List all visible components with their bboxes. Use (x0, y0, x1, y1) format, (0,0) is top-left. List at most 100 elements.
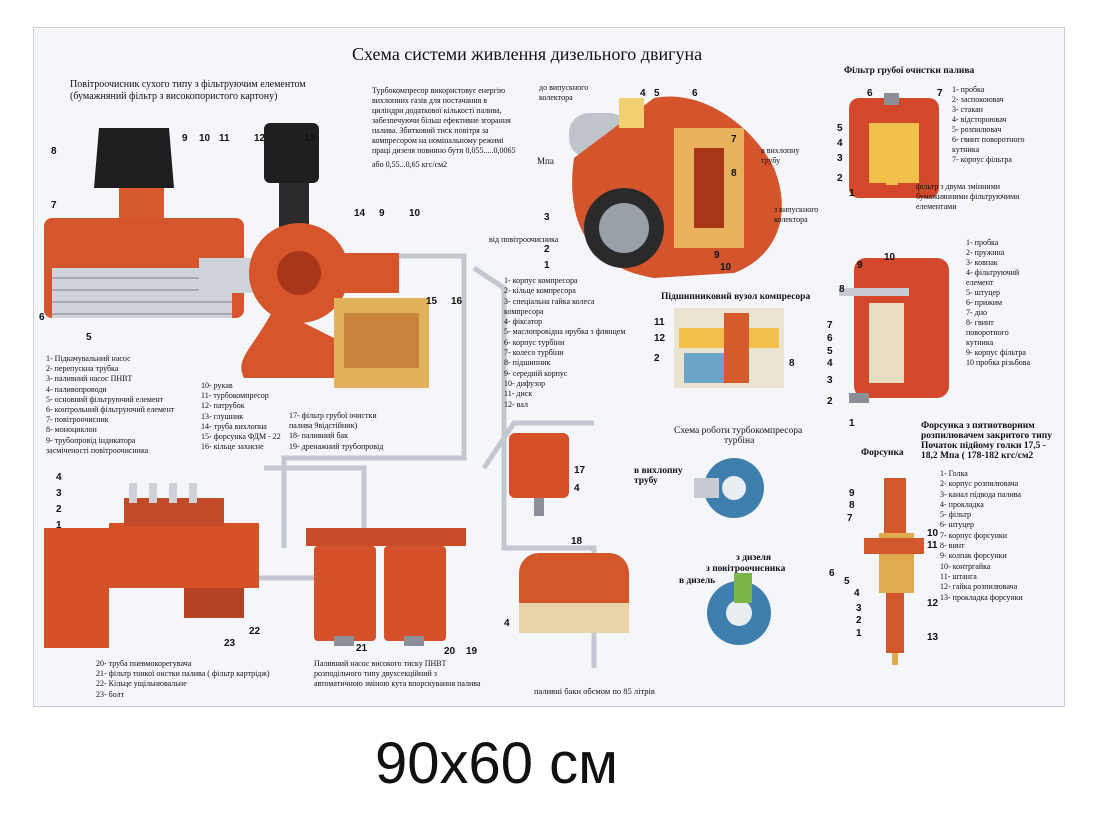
callout: 6 (692, 88, 698, 99)
callout: 16 (451, 296, 463, 307)
callout: 10 (884, 252, 896, 263)
callout: 18 (571, 536, 583, 547)
injector-heading4: 18,2 Мпа ( 178-182 кгс/см2 (921, 451, 1034, 461)
callout: 8 (789, 358, 795, 369)
callout: 1 (544, 260, 550, 271)
callout: 1 (849, 188, 855, 199)
callout: 8 (51, 146, 57, 157)
air-cleaner (44, 128, 244, 318)
callout: 5 (86, 332, 92, 343)
callout: 5 (837, 123, 843, 134)
turbo-work-heading: Схема роботи турбокомпресора (674, 426, 803, 436)
label-to-exhaust-pipe: в вихлопну трубу (761, 146, 800, 165)
label-to-exhaust-manifold: до випускного колектора (539, 83, 589, 102)
label-from-air-cleaner: від повітроочисника (489, 235, 559, 244)
callout: 6 (867, 88, 873, 99)
turbo-cutaway (569, 96, 782, 278)
callout: 3 (837, 153, 843, 164)
callout: 9 (849, 488, 855, 499)
callout: 22 (249, 626, 261, 637)
injector-heading2: розпилювачем закритого типу (921, 431, 1052, 441)
callout: 3 (56, 488, 62, 499)
callout: 12 (654, 333, 666, 344)
injector-heading3: Початок підйому голки 17,5 - (921, 441, 1046, 451)
callout: 8 (731, 168, 737, 179)
turbo-unit: Мпа (537, 156, 554, 166)
callout: 4 (837, 138, 843, 149)
callout: 2 (837, 173, 843, 184)
callout: 2 (654, 353, 660, 364)
sediment-filter (509, 433, 569, 516)
coarse-filter-heading: Фільтр грубої очистки палива (844, 66, 975, 76)
diagram-title: Схема системи живлення дизельного двигун… (352, 44, 703, 64)
callout: 8 (839, 284, 845, 295)
turbo-description: Турбокомпресор використовує енергію вихл… (372, 86, 516, 169)
air-cleaner-heading2: (бумажняний фільтр з високопористого кар… (70, 91, 278, 102)
callout: 1 (56, 520, 62, 531)
injector-side-label: Форсунка (861, 448, 904, 458)
coarse-filter (849, 93, 939, 198)
turbo-work-diagram (694, 458, 771, 645)
callout: 6 (827, 333, 833, 344)
size-label: 90х60 см (375, 731, 619, 796)
label-from-air: з повітроочисника (706, 564, 786, 574)
callout: 6 (829, 568, 835, 579)
injector (864, 478, 924, 665)
callout: 3 (544, 212, 550, 223)
callout: 2 (827, 396, 833, 407)
fuel-pump (44, 483, 259, 648)
callout: 13 (304, 133, 316, 144)
label-to-exhaust: в вихлопну трубу (634, 466, 683, 486)
callout: 10 (927, 528, 939, 539)
callout: 2 (544, 244, 550, 255)
callout: 10 (720, 262, 732, 273)
callout: 1 (849, 418, 855, 429)
diagram-art (44, 93, 949, 668)
callout: 11 (927, 540, 938, 551)
turbo-work-heading2: турбіна (724, 436, 755, 446)
callout: 20 (444, 646, 456, 657)
callout: 7 (827, 320, 833, 331)
callout: 7 (847, 513, 853, 524)
callout: 4 (854, 588, 860, 599)
callout: 9 (379, 208, 385, 219)
bearing-unit (674, 308, 784, 388)
callout: 9 (857, 260, 863, 271)
tanks-caption: паливні баки обємом по 85 літрів (534, 686, 655, 696)
callout: 23 (224, 638, 236, 649)
callout: 5 (844, 576, 850, 587)
callout: 10 (199, 133, 211, 144)
callout: 1 (856, 628, 862, 639)
label-from-diesel: з дизеля (736, 553, 771, 563)
callout: 7 (51, 200, 57, 211)
callout: 21 (356, 643, 368, 654)
callout: 12 (927, 598, 939, 609)
callout: 12 (254, 133, 266, 144)
callout: 2 (56, 504, 62, 515)
callout: 2 (856, 615, 862, 626)
injector-heading: Форсунка з пятиотворним (921, 421, 1035, 431)
filter-cartridges (306, 528, 466, 646)
turbo-main (199, 123, 429, 388)
callout: 6 (39, 312, 45, 323)
fuel-tank (519, 553, 629, 633)
bearing-heading: Підшипниковий вузол компресора (661, 292, 811, 302)
callout: 8 (849, 500, 855, 511)
callout: 9 (182, 133, 188, 144)
callout: 4 (56, 472, 62, 483)
callout: 4 (504, 618, 510, 629)
callout: 5 (654, 88, 660, 99)
callout: 10 (409, 208, 421, 219)
callout: 11 (654, 317, 665, 328)
callout: 4 (640, 88, 646, 99)
label-to-diesel: в дизель (679, 576, 716, 586)
callout: 3 (827, 375, 833, 386)
callout: 13 (927, 632, 939, 643)
